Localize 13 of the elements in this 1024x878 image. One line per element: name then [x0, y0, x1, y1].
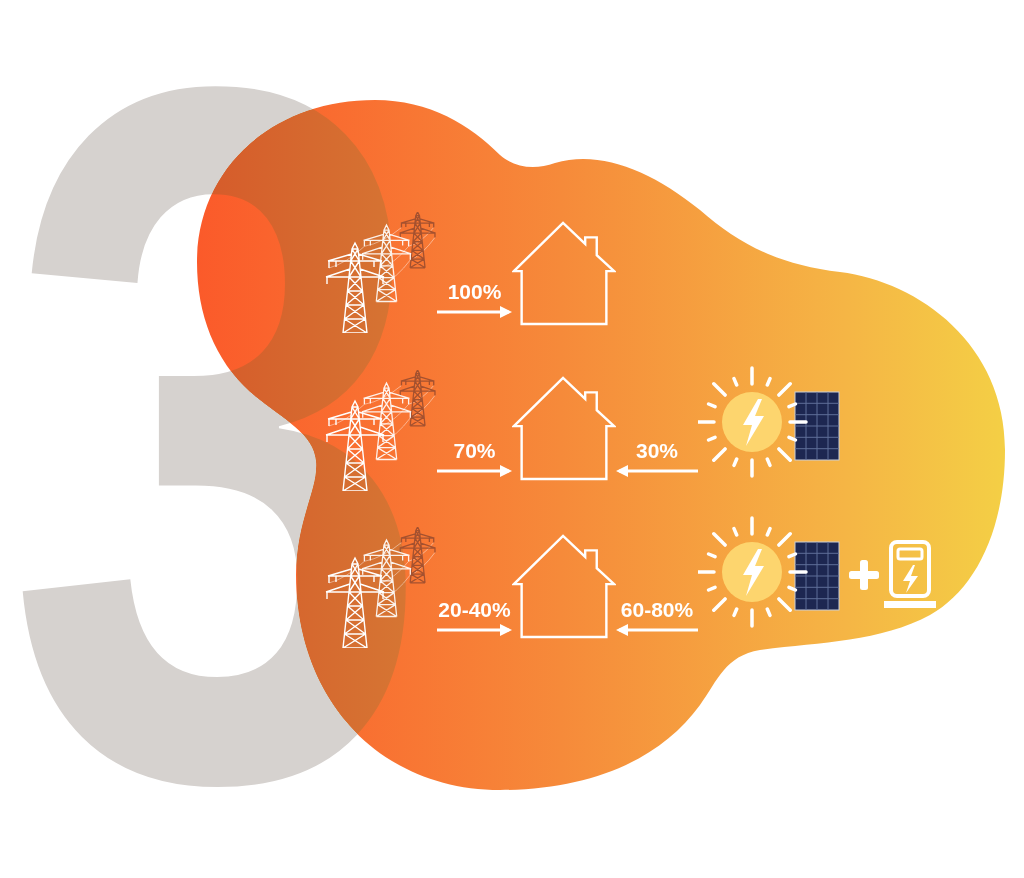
- edge-label: 60-80%: [620, 599, 694, 620]
- arrow: [616, 624, 698, 636]
- arrow: [437, 306, 512, 318]
- edge-label: 30%: [636, 440, 678, 461]
- arrow: [437, 465, 512, 477]
- house-icon: [512, 376, 616, 481]
- arrow: [616, 465, 698, 477]
- house-icon: [512, 221, 616, 326]
- edge-label: 100%: [447, 281, 502, 302]
- arrow: [437, 624, 512, 636]
- edge-label: 20-40%: [438, 599, 511, 620]
- edge-label: 70%: [453, 440, 496, 461]
- house-icon: [512, 534, 616, 639]
